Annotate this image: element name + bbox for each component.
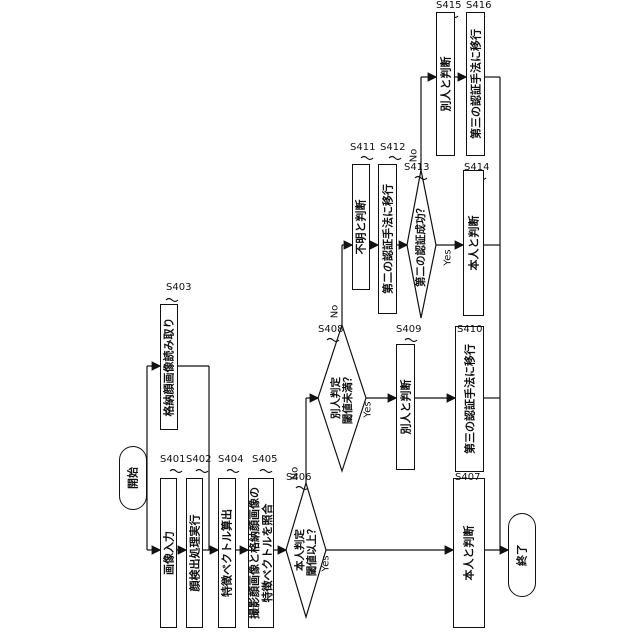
start-text: 開始 [127, 467, 140, 489]
step-s404-box: 特徴ベクトル算出 [218, 478, 236, 628]
step-s409-label: S409 [396, 324, 421, 335]
end-text: 終了 [516, 544, 529, 566]
label-leader [296, 487, 308, 490]
step-s414-text: 本人と判断 [467, 216, 480, 271]
step-s415-text: 別人と判断 [439, 57, 452, 112]
step-s404-label: S404 [218, 454, 243, 465]
step-s412-text: 第二の認証手法に移行 [381, 184, 394, 294]
decision-s406-text: 本人判定 閾値以上？ [294, 524, 318, 577]
step-s407-box: 本人と判断 [453, 478, 485, 628]
step-s405-line2: 特徴ベクトルを照合 [261, 487, 274, 619]
step-s401-label: S401 [160, 454, 185, 465]
decision-s406-line2: 閾値以上？ [306, 524, 318, 577]
s406-no-label: No [289, 467, 300, 481]
start-terminal: 開始 [119, 446, 147, 510]
label-leader [405, 339, 417, 342]
step-s416-text: 第三の認証手法に移行 [469, 29, 482, 139]
label-leader [260, 470, 272, 473]
step-s403-box: 格納顔画像読み取り [160, 304, 178, 430]
label-leader [170, 470, 182, 473]
step-s405-label: S405 [252, 454, 277, 465]
step-s407-label: S407 [455, 472, 480, 483]
step-s409-text: 別人と判断 [399, 380, 412, 435]
step-s414-box: 本人と判断 [463, 170, 484, 316]
step-s405-text: 撮影顔画像と格納顔画像の 特徴ベクトルを照合 [248, 487, 274, 619]
step-s415-box: 別人と判断 [436, 12, 455, 156]
step-s410-label: S410 [457, 324, 482, 335]
label-leader [415, 177, 427, 180]
end-terminal: 終了 [508, 513, 536, 597]
step-s405-line1: 撮影顔画像と格納顔画像の [248, 487, 261, 619]
label-leader [389, 157, 401, 160]
s413-no-label: No [408, 149, 419, 163]
step-s411-text: 不明と判断 [355, 200, 368, 255]
step-s403-label: S403 [166, 282, 191, 293]
step-s407-text: 本人と判断 [463, 526, 476, 581]
s408-no-label: No [329, 305, 340, 319]
step-s401-text: 画像入力 [162, 531, 175, 575]
step-s412-label: S412 [380, 142, 405, 153]
decision-s406-line1: 本人判定 [294, 524, 306, 577]
label-leader [196, 470, 208, 473]
step-s413-label: S413 [404, 162, 429, 173]
step-s411-label: S411 [350, 142, 375, 153]
step-s402-label: S402 [186, 454, 211, 465]
s406-yes-label: Yes [321, 555, 332, 571]
step-s415-label: S415 [436, 0, 461, 11]
step-s410-text: 第三の認証手法に移行 [463, 344, 476, 454]
decision-s408-line2: 閾値未満？ [342, 372, 354, 425]
step-s408-label: S408 [318, 324, 343, 335]
step-s409-box: 別人と判断 [396, 344, 415, 470]
s408-yes-label: Yes [363, 401, 374, 417]
step-s416-box: 第三の認証手法に移行 [466, 12, 485, 156]
label-leader [361, 157, 373, 160]
step-s401-box: 画像入力 [160, 478, 177, 628]
step-s403-text: 格納顔画像読み取り [163, 318, 176, 417]
s413-yes-label: Yes [443, 249, 454, 265]
step-s402-text: 顔検出処理実行 [188, 515, 201, 592]
step-s402-box: 顔検出処理実行 [186, 478, 203, 628]
decision-s413-text: 第二の認証成功？ [415, 203, 427, 287]
step-s412-box: 第二の認証手法に移行 [378, 164, 397, 314]
step-s414-label: S414 [464, 162, 489, 173]
decision-s408-line1: 別人判定 [330, 372, 342, 425]
label-leader [166, 299, 178, 302]
step-s411-box: 不明と判断 [352, 164, 370, 290]
decision-s413-line1: 第二の認証成功？ [415, 203, 427, 287]
step-s405-box: 撮影顔画像と格納顔画像の 特徴ベクトルを照合 [248, 478, 274, 628]
decision-s408-text: 別人判定 閾値未満？ [330, 372, 354, 425]
step-s416-label: S416 [466, 0, 491, 11]
label-leader [227, 470, 239, 473]
step-s410-box: 第三の認証手法に移行 [455, 326, 484, 472]
step-s404-text: 特徴ベクトル算出 [221, 509, 234, 597]
